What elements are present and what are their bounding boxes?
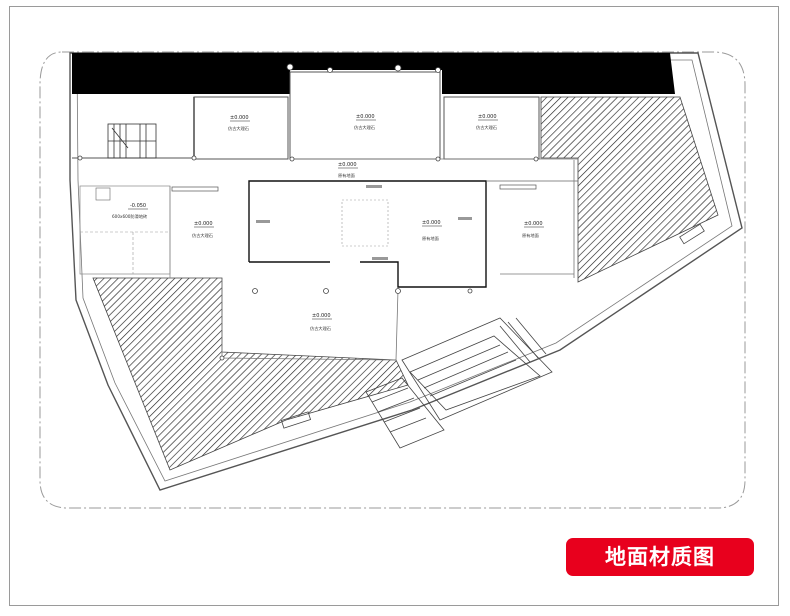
- hatched-area-right: [541, 97, 718, 282]
- wall-markers: [256, 185, 472, 260]
- building-outline-inner: [76, 59, 733, 482]
- annotation-top-left: ±0.000 仿古大理石: [228, 115, 250, 132]
- level-label: ±0.000: [524, 221, 543, 227]
- level-label: ±0.000: [338, 162, 357, 168]
- room-material-label: 原有地面: [338, 172, 355, 179]
- level-label: ±0.000: [422, 220, 441, 226]
- top-black-wall-band: [72, 53, 675, 94]
- central-room-outline: [248, 180, 487, 288]
- annotation-left-room: ±0.000 仿古大理石: [192, 221, 214, 239]
- room-material-label: 原有地面: [422, 235, 439, 242]
- room-material-label: 仿古大理石: [476, 124, 497, 131]
- level-label: ±0.000: [356, 114, 375, 120]
- room-material-label: 仿古大理石: [310, 325, 331, 332]
- annotation-top-mid: ±0.000 仿古大理石: [354, 114, 376, 131]
- annotation-center: ±0.000 原有地面: [422, 220, 442, 242]
- level-label: ±0.000: [230, 115, 249, 121]
- outer-dashdot-outline: [39, 51, 746, 509]
- room-left-small: [79, 185, 171, 275]
- drawing-title-tag: 地面材质图: [566, 538, 754, 576]
- level-label: ±0.000: [478, 114, 497, 120]
- stair-top-left: [107, 123, 157, 159]
- room-material-label: 仿古大理石: [228, 125, 249, 132]
- building-outline: [69, 52, 743, 491]
- annotation-left-small: -0.050 600x600防滑地砖: [112, 203, 148, 220]
- annotation-top-right: ±0.000 仿古大理石: [476, 114, 498, 131]
- level-label: ±0.000: [194, 221, 213, 227]
- hatched-area-left: [93, 278, 408, 470]
- right-room-walls: [486, 160, 579, 182]
- entrance-steps: [365, 317, 553, 449]
- columns-top: [77, 63, 539, 162]
- room-material-label: 仿古大理石: [354, 124, 375, 131]
- room-material-label: 仿古大理石: [192, 232, 213, 239]
- drawing-frame: [9, 6, 779, 606]
- room-material-label: 原有地面: [522, 232, 539, 239]
- room-material-label: 600x600防滑地砖: [112, 213, 147, 220]
- level-label: -0.050: [130, 203, 146, 209]
- level-label: ±0.000: [312, 313, 331, 319]
- annotation-corridor: ±0.000 原有地面: [338, 162, 358, 179]
- annotation-right: ±0.000 原有地面: [522, 221, 544, 239]
- annotation-bottom: ±0.000 仿古大理石: [310, 313, 332, 332]
- bottom-room-walls: [221, 280, 399, 361]
